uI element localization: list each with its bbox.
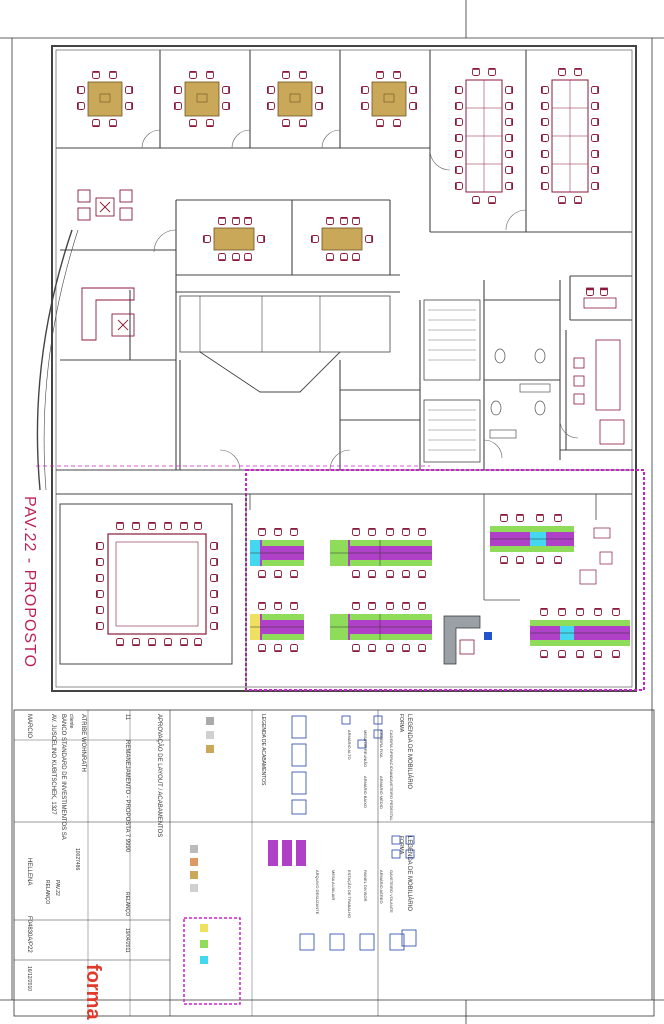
legend-symbols (291, 715, 417, 951)
meeting-room-6 (310, 216, 374, 262)
lower-partitions (245, 493, 597, 690)
workstation-cluster-2 (250, 601, 304, 653)
building-outline (36, 45, 637, 692)
acabamentos-header: LEGENDA DE ACABAMENTOS (260, 714, 266, 786)
legend-item: ESTAÇÃO DE TRABALHO (347, 870, 352, 919)
code-1: 10027486 (74, 848, 80, 871)
legend-header-1: LEGENDA DE MOBILIÁRIO (406, 714, 412, 790)
code-2: PAV.22 (54, 880, 60, 896)
brand-logo: forma (82, 964, 104, 1020)
private-office (443, 615, 492, 665)
client-name: BANCO STANDARD DE INVESTIMENTOS SA (60, 714, 66, 840)
workstation-cluster-4 (330, 601, 432, 653)
project-line2: REMANEJAMENTO - PROPOSTA 7 9990 (124, 740, 130, 853)
project-line1: APROVAÇÃO DE LAYOUT / ACABAMENTOS (156, 714, 162, 838)
architect-name: ATRIBE WOHNRATH (80, 714, 86, 772)
legend-item: MESA AUXILIAR (331, 870, 336, 901)
workstation-cluster-5 (490, 513, 574, 565)
legend-sub-1: FORMA (398, 714, 404, 733)
project-number: F04830A/P22 (26, 916, 32, 953)
client-label: cliente (68, 714, 74, 729)
boardroom-left (454, 67, 514, 205)
finish-swatches (190, 717, 306, 892)
checked-by: HELLENA (26, 858, 32, 886)
stairs (428, 309, 476, 451)
workstation-cluster-3 (330, 527, 432, 579)
legend-item: ARMÁRIO BAIXO (363, 776, 368, 809)
drawn-by: MARCIO (26, 714, 32, 738)
legend-item: GAVETEIRO PEDESTAL (389, 776, 394, 821)
status-repeat: RELANÇO (44, 880, 50, 905)
legend-item: ARMÁRIO ALTO (347, 730, 352, 760)
legend-item: CADEIRA FIXA (379, 730, 384, 758)
title-status: RELANÇO (124, 892, 130, 917)
revision-date: 16/12/2010 (26, 966, 32, 992)
restrooms (489, 348, 551, 439)
color-key (183, 917, 241, 1005)
legend-sub-2: FORMA (398, 836, 404, 855)
meeting-room-5 (202, 216, 266, 262)
support-zone (579, 527, 613, 585)
legend-item: ARMÁRIO AÉREO (379, 870, 384, 904)
sheet-number: 11 (124, 714, 130, 721)
door-swings (141, 129, 579, 471)
meeting-room-4 (360, 70, 418, 128)
legend-item: ARQUIVO DESLIZANTE (315, 870, 320, 915)
legend-item: ARMÁRIO MÉDIO (379, 776, 384, 809)
legend-item: CADEIRA OPERACIONAL (389, 730, 394, 778)
legend-item: GAVETEIRO VOLANTE (389, 870, 394, 913)
boardroom-right (540, 67, 600, 205)
plan-title: PAV.22 - PROPOSTO (21, 496, 38, 669)
workstation-cluster-6 (530, 607, 630, 659)
meeting-room-1 (76, 70, 134, 128)
client-address: AV. JUSCELINO KUBITSCHEK, 1327 (50, 714, 56, 815)
interior-walls (56, 50, 632, 495)
legend-block (13, 709, 655, 1017)
lounge-area (77, 189, 135, 341)
meeting-room-3 (266, 70, 324, 128)
meeting-room-2 (173, 70, 231, 128)
legend-item: PAINEL DIVISOR (363, 870, 368, 902)
legend-header-2: LEGENDA DE MOBILIÁRIO (406, 836, 412, 912)
title-date: 19/04/2011 (124, 928, 130, 953)
kitchen-area (573, 287, 625, 445)
legend-item: MESA DE REUNIÃO (363, 730, 368, 768)
workstation-cluster-1 (250, 527, 304, 579)
conference-room-large (59, 503, 233, 665)
